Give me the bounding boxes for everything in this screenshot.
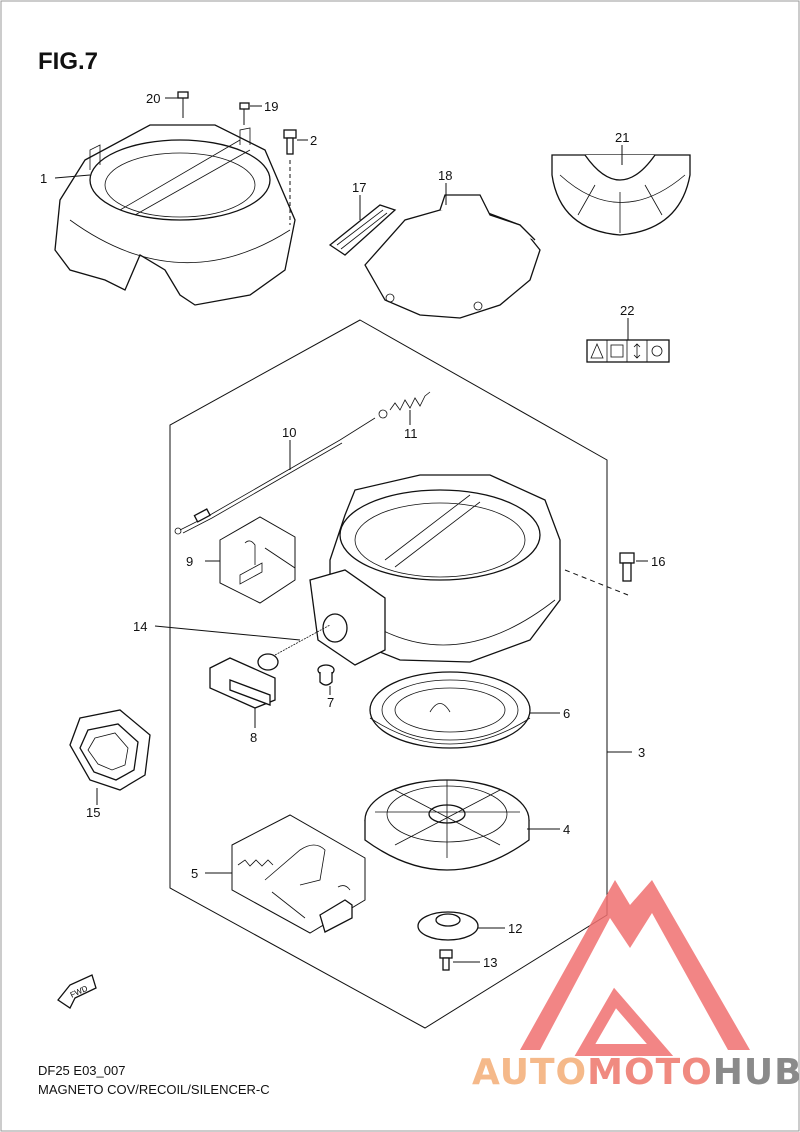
callout-9: 9 <box>186 554 193 569</box>
callout-18: 18 <box>438 168 452 183</box>
watermark-part-auto: AUTO <box>472 1052 588 1093</box>
callout-17: 17 <box>352 180 366 195</box>
callout-13: 13 <box>483 955 497 970</box>
callout-16: 16 <box>651 554 665 569</box>
callout-7: 7 <box>327 695 334 710</box>
silencer-part-18 <box>364 194 541 319</box>
watermark-logo <box>520 880 750 1056</box>
screw-part-19 <box>239 102 250 125</box>
watermark-part-hub: HUB <box>712 1052 800 1093</box>
kit-box-part-9 <box>219 516 296 604</box>
bolt-part-2 <box>283 129 297 225</box>
grille-part-17 <box>328 204 397 256</box>
warning-label-part-22 <box>586 339 670 363</box>
screw-part-20 <box>177 91 189 118</box>
magneto-cover-part-1 <box>54 124 296 306</box>
figure-title: FIG.7 <box>38 48 99 75</box>
kit-box-part-5 <box>231 814 366 934</box>
bolt-part-13 <box>439 949 453 971</box>
fwd-arrow-icon: FWD <box>57 974 97 1009</box>
rope-part-14 <box>274 624 331 656</box>
callout-21: 21 <box>615 130 629 145</box>
bolt-part-16 <box>564 552 635 596</box>
callout-12: 12 <box>508 921 522 936</box>
callout-8: 8 <box>250 730 257 745</box>
cable-part-10 <box>174 417 376 535</box>
seal-part-15 <box>69 709 151 791</box>
callout-3: 3 <box>638 745 645 760</box>
diagram-caption: MAGNETO COV/RECOIL/SILENCER-C <box>38 1082 270 1097</box>
callout-15: 15 <box>86 805 100 820</box>
reel-part-4 <box>364 779 530 871</box>
cap-part-12 <box>417 911 479 941</box>
callout-4: 4 <box>563 822 570 837</box>
recoil-housing <box>309 474 561 666</box>
callout-1: 1 <box>40 171 47 186</box>
watermark-text: AUTOMOTOHUB <box>472 1052 800 1093</box>
callout-5: 5 <box>191 866 198 881</box>
bushing-part-7 <box>317 664 335 686</box>
callout-19: 19 <box>264 99 278 114</box>
diagram-code: DF25 E03_007 <box>38 1063 126 1078</box>
callout-6: 6 <box>563 706 570 721</box>
callout-11: 11 <box>404 426 418 441</box>
handle-part-8 <box>209 653 279 709</box>
decal-part-21 <box>551 154 691 236</box>
spring-part-11 <box>378 391 431 419</box>
watermark-part-moto: MOTO <box>587 1052 713 1093</box>
callout-20: 20 <box>146 91 160 106</box>
callout-2: 2 <box>310 133 317 148</box>
callout-22: 22 <box>620 303 634 318</box>
spring-part-6 <box>369 671 531 749</box>
callout-10: 10 <box>282 425 296 440</box>
callout-14: 14 <box>133 619 147 634</box>
